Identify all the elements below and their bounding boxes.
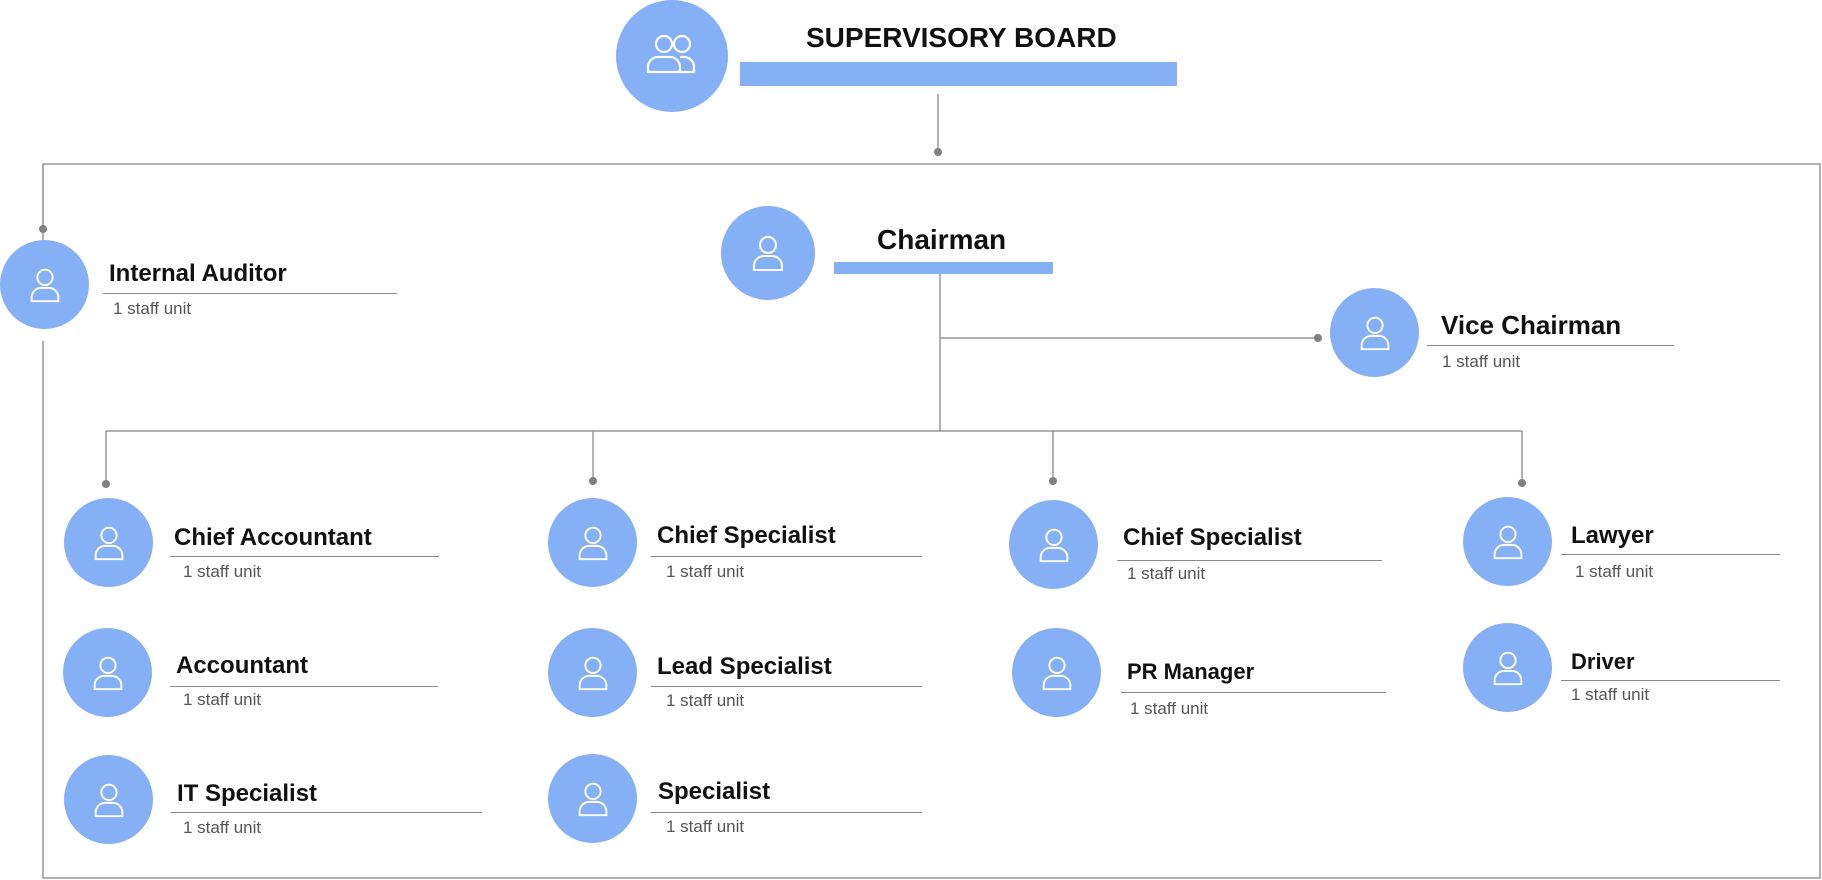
person-icon [1493, 651, 1522, 685]
it-specialist-units: 1 staff unit [183, 818, 262, 837]
chief-specialist-1-title: Chief Specialist [657, 522, 836, 549]
it-specialist-rule [171, 812, 482, 813]
accountant-rule [170, 686, 438, 687]
lawyer-title: Lawyer [1571, 522, 1654, 549]
accountant-avatar [63, 628, 152, 717]
chairman-bar [834, 262, 1053, 274]
driver-units: 1 staff unit [1571, 685, 1650, 704]
internal-auditor-avatar [0, 240, 89, 329]
internal-auditor-rule [103, 293, 397, 294]
frame-gap [40, 329, 46, 341]
board-avatar [616, 0, 728, 112]
lead-specialist-units: 1 staff unit [666, 691, 745, 710]
person-icon [94, 783, 123, 817]
internal-auditor-title: Internal Auditor [109, 260, 287, 287]
lead-specialist-avatar [548, 628, 637, 717]
internal-auditor-units: 1 staff unit [113, 299, 192, 318]
person-icon [1039, 528, 1068, 562]
pr-manager-rule [1121, 692, 1386, 693]
chief-accountant-rule [170, 556, 439, 557]
lawyer-units: 1 staff unit [1575, 562, 1654, 581]
chief-specialist-2-title: Chief Specialist [1123, 524, 1302, 551]
group-icon [646, 34, 696, 74]
chief-specialist-2-rule [1117, 560, 1382, 561]
lawyer-rule [1561, 554, 1780, 555]
chief-specialist-2-units: 1 staff unit [1127, 564, 1206, 583]
chief-specialist-2-avatar [1009, 500, 1098, 589]
driver-avatar [1463, 623, 1552, 712]
person-icon [578, 782, 607, 816]
person-icon [578, 526, 607, 560]
chief-accountant-avatar [64, 498, 153, 587]
person-icon [93, 656, 122, 690]
person-icon [1042, 656, 1071, 690]
vice-chairman-rule [1427, 345, 1674, 346]
chairman-title: Chairman [877, 224, 1007, 255]
person-icon [30, 268, 59, 302]
lawyer-avatar [1463, 497, 1552, 586]
board-title: SUPERVISORY BOARD [806, 22, 1117, 53]
pr-manager-units: 1 staff unit [1130, 699, 1209, 718]
pr-manager-avatar [1012, 628, 1101, 717]
chief-specialist-1-units: 1 staff unit [666, 562, 745, 581]
chairman-avatar [721, 206, 815, 300]
it-specialist-avatar [64, 755, 153, 844]
person-icon [1493, 525, 1522, 559]
accountant-units: 1 staff unit [183, 690, 262, 709]
person-icon [94, 526, 123, 560]
lead-specialist-title: Lead Specialist [657, 653, 832, 680]
driver-title: Driver [1571, 649, 1635, 674]
person-icon [578, 656, 607, 690]
specialist-avatar [548, 754, 637, 843]
chief-specialist-1-rule [651, 556, 922, 557]
it-specialist-title: IT Specialist [177, 780, 318, 807]
person-icon [1360, 316, 1389, 350]
specialist-title: Specialist [658, 778, 771, 805]
vice-chairman-units: 1 staff unit [1442, 352, 1521, 371]
pr-manager-title: PR Manager [1127, 659, 1255, 684]
specialist-rule [651, 812, 922, 813]
specialist-units: 1 staff unit [666, 817, 745, 836]
person-icon [753, 236, 783, 271]
chief-specialist-1-avatar [548, 498, 637, 587]
board-bar [740, 62, 1177, 86]
accountant-title: Accountant [176, 652, 308, 679]
vice-chairman-avatar [1330, 288, 1419, 377]
lead-specialist-rule [651, 686, 922, 687]
chief-accountant-units: 1 staff unit [183, 562, 262, 581]
driver-rule [1561, 680, 1780, 681]
chief-accountant-title: Chief Accountant [174, 524, 372, 551]
vice-chairman-title: Vice Chairman [1441, 310, 1622, 340]
